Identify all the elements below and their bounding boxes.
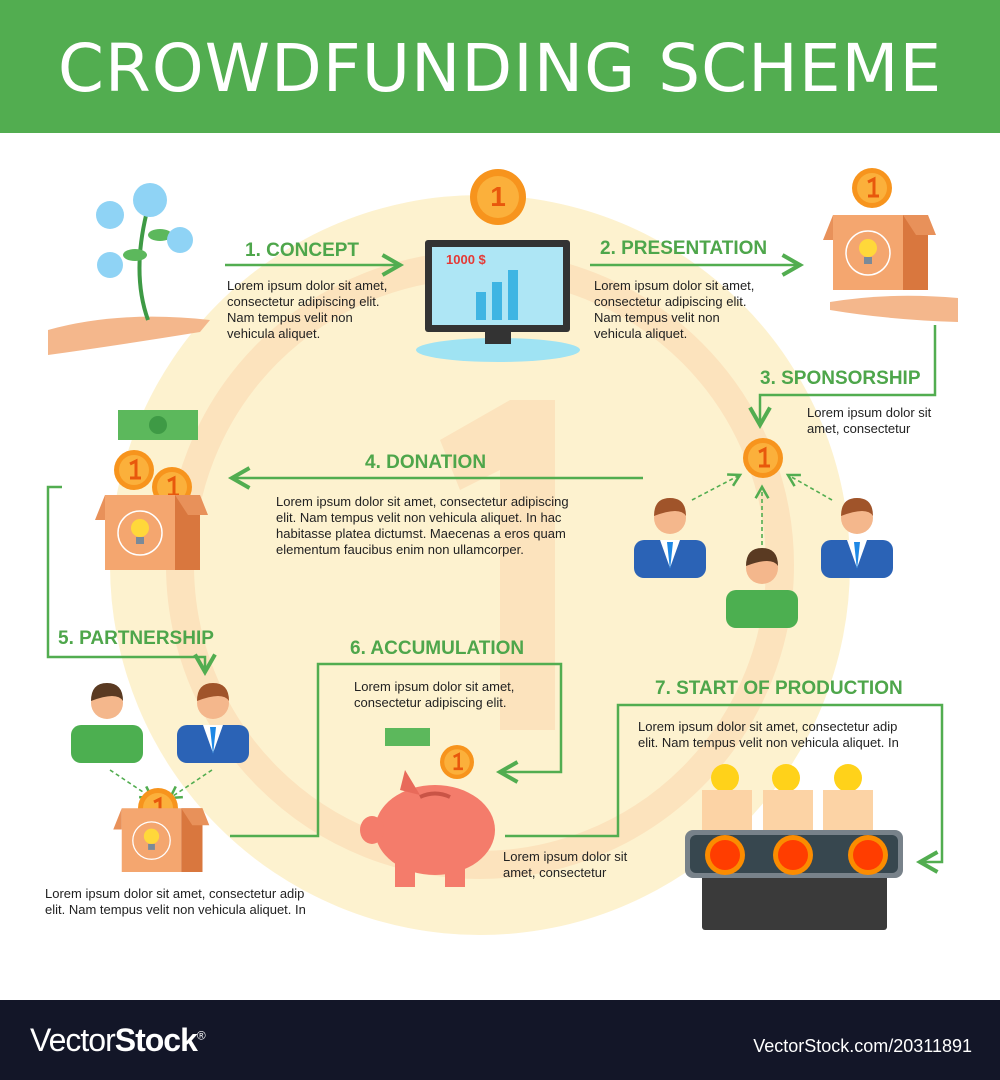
- step-text-donation: Lorem ipsum dolor sit amet, consectetur …: [276, 494, 569, 557]
- coin-label: 1: [490, 181, 506, 212]
- page-title: CROWDFUNDING SCHEME: [57, 30, 943, 107]
- background-circle: [110, 195, 850, 935]
- step-heading-production: 7. START OF PRODUCTION: [655, 678, 903, 699]
- step-heading-partnership: 5. PARTNERSHIP: [58, 628, 214, 649]
- idea-box-icon: [822, 214, 937, 291]
- step-text-partnership: Lorem ipsum dolor sit amet, consectetur …: [45, 886, 306, 917]
- partner-person-icon: [71, 683, 143, 763]
- step-text-presentation: Lorem ipsum dolor sit amet,consectetur a…: [594, 278, 755, 341]
- step-heading-concept: 1. CONCEPT: [245, 240, 360, 261]
- step-heading-sponsorship: 3. SPONSORSHIP: [760, 368, 921, 389]
- step-text-accumulation: Lorem ipsum dolor sit amet,consectetur a…: [354, 679, 515, 710]
- idea-box-icon: [112, 807, 210, 873]
- step-heading-presentation: 2. PRESENTATION: [600, 238, 768, 259]
- background-number-shape: [440, 400, 555, 730]
- money-bill-icon: [118, 410, 198, 440]
- piggy-bank-icon: [360, 770, 495, 887]
- diagram-graphics: [46, 133, 958, 935]
- coin-icon: [852, 168, 892, 208]
- footer-bar: VectorStock® VectorStock.com/20311891: [0, 1000, 1000, 1080]
- image-reference: VectorStock.com/20311891: [753, 1036, 972, 1056]
- step-heading-donation: 4. DONATION: [365, 452, 487, 473]
- monitor-amount: 1000 $: [446, 252, 486, 267]
- money-bill-icon: [385, 728, 430, 746]
- idea-box-icon: [94, 494, 209, 571]
- step-text-concept: Lorem ipsum dolor sit amet,consectetur a…: [227, 278, 388, 341]
- hand-icon: [830, 295, 958, 322]
- coin-icon: [743, 438, 783, 478]
- header-banner: CROWDFUNDING SCHEME: [0, 0, 1000, 133]
- step-heading-accumulation: 6. ACCUMULATION: [350, 638, 525, 659]
- coin-icon: [440, 745, 474, 779]
- coin-icon: [114, 450, 154, 490]
- idea-plant-icon: [48, 183, 210, 355]
- conveyor-icon: [685, 764, 903, 930]
- monitor-icon: [416, 240, 580, 362]
- vectorstock-logo: VectorStock®: [30, 1022, 206, 1058]
- step-text-production: Lorem ipsum dolor sit amet, consectetur …: [638, 719, 899, 750]
